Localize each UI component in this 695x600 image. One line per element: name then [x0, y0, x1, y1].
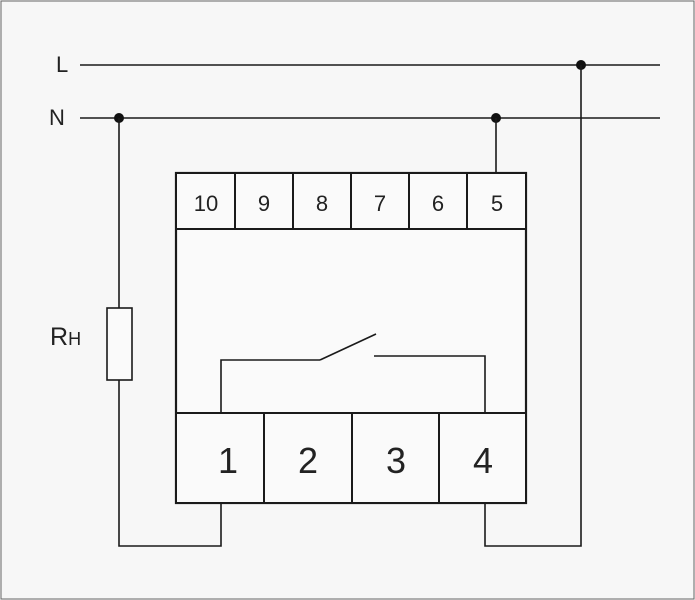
terminal-label: 10	[194, 191, 218, 216]
terminal-cell	[351, 412, 440, 504]
terminal-cell	[175, 412, 265, 504]
terminal-cell	[466, 172, 527, 230]
terminal-label: 2	[298, 440, 318, 481]
terminal-label: 9	[258, 191, 270, 216]
wire-phase-to-terminal4	[484, 65, 582, 547]
top-terminal-row: 10 9 8 7 6 5	[175, 172, 527, 230]
terminal-label: 4	[473, 440, 493, 481]
contact-blade	[319, 333, 377, 361]
terminal-label: 3	[386, 440, 406, 481]
load-resistor	[106, 307, 133, 381]
terminal-cell	[263, 412, 353, 504]
contact-right-lead	[374, 355, 486, 413]
terminal-label: 5	[491, 191, 503, 216]
load-label: RH	[50, 323, 81, 351]
terminal-label: 1	[218, 440, 238, 481]
phase-label: L	[56, 52, 68, 77]
terminal-cell	[408, 172, 468, 230]
terminal-cell	[438, 412, 527, 504]
relay-contact	[220, 333, 486, 413]
terminal-label: 6	[432, 191, 444, 216]
bottom-terminal-row: 1 2 3 4	[175, 412, 527, 504]
terminal-label: 7	[374, 191, 386, 216]
neutral-label: N	[49, 105, 65, 130]
terminal-cell	[350, 172, 410, 230]
load-label-main: R	[50, 323, 68, 351]
contact-left-lead	[220, 359, 320, 413]
wire-load-to-terminal1	[118, 380, 222, 547]
load-label-sub: H	[68, 329, 81, 349]
terminal-label: 8	[316, 191, 328, 216]
